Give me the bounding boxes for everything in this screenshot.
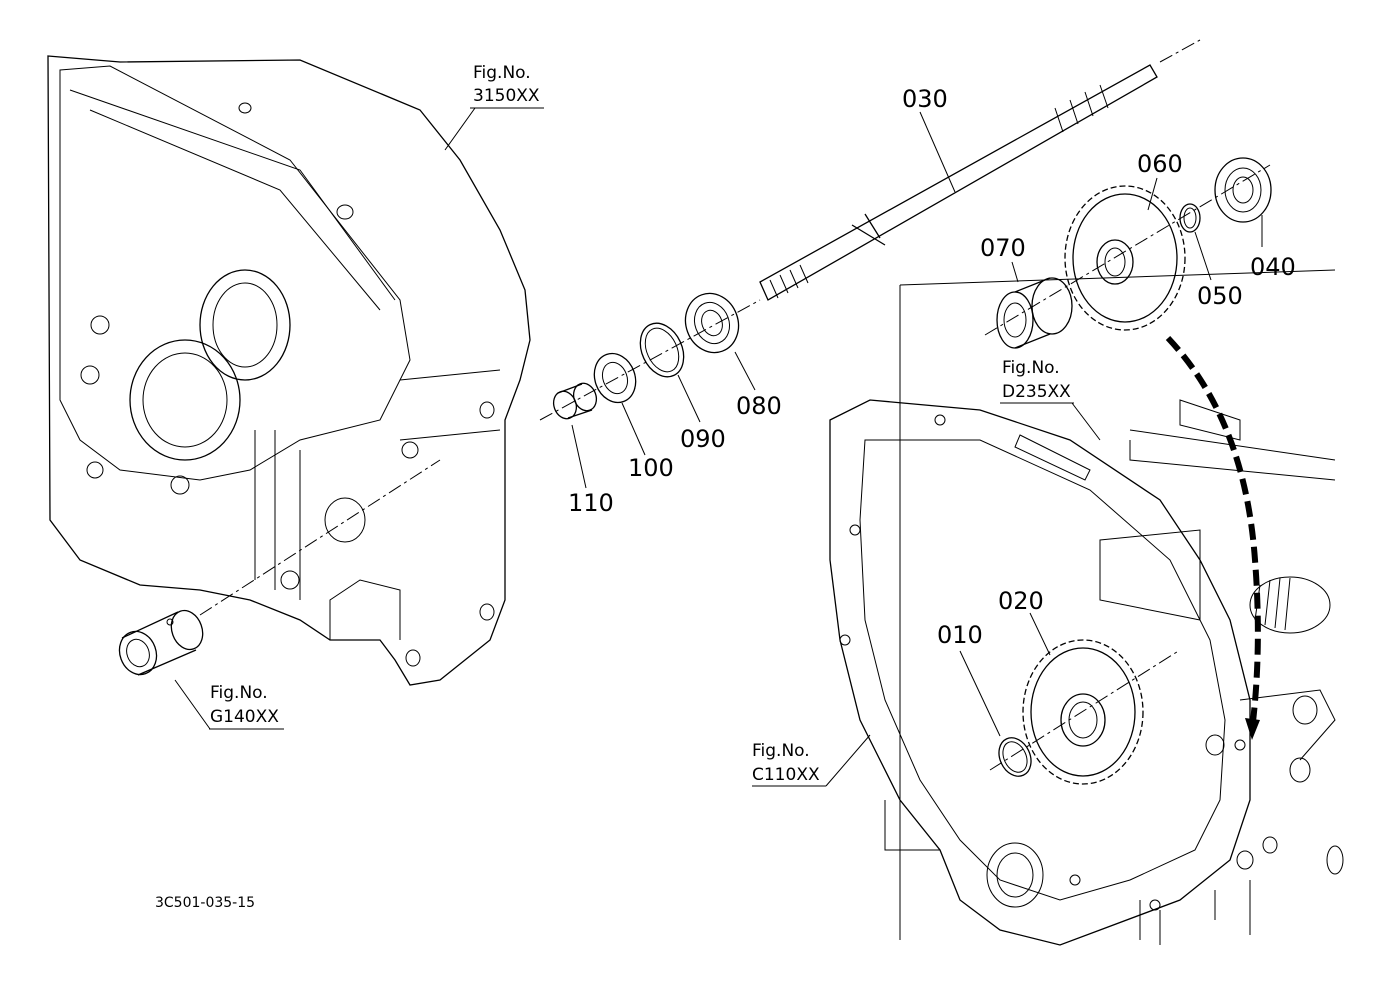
part-label-050: 050 xyxy=(1197,282,1243,310)
fig-ref-c110xx[interactable]: Fig.No. C110XX xyxy=(752,741,820,785)
bearing-080 xyxy=(684,292,740,354)
part-label-020: 020 xyxy=(998,587,1044,615)
part-label-090: 090 xyxy=(680,425,726,453)
fig-ref-d235xx-label: Fig.No. xyxy=(1002,358,1060,378)
fig-ref-d235xx-code: D235XX xyxy=(1002,382,1071,402)
part-label-070: 070 xyxy=(980,234,1026,262)
bearing-040 xyxy=(1214,157,1272,223)
gear-020 xyxy=(1022,639,1144,785)
fig-ref-d235xx[interactable]: Fig.No. D235XX xyxy=(1002,358,1071,402)
oil-seal-100 xyxy=(593,352,637,404)
center-line-gear-020 xyxy=(989,649,1181,771)
snap-ring-010 xyxy=(998,737,1032,777)
part-label-060: 060 xyxy=(1137,150,1183,178)
assembly-arrowhead xyxy=(1245,718,1260,740)
center-line-right xyxy=(984,164,1271,336)
fig-ref-3150xx-code: 3150XX xyxy=(473,86,540,106)
transmission-cover-right xyxy=(829,269,1344,946)
snap-ring-050 xyxy=(1179,203,1201,233)
main-shaft-030 xyxy=(759,39,1201,301)
part-label-030: 030 xyxy=(902,85,948,113)
assembly-path-arrow xyxy=(1165,335,1261,731)
center-line-left xyxy=(539,299,761,421)
part-label-040: 040 xyxy=(1250,253,1296,281)
fig-ref-g140xx-code: G140XX xyxy=(210,707,279,727)
gear-060 xyxy=(1064,185,1186,331)
collar-070 xyxy=(996,277,1073,349)
part-label-110: 110 xyxy=(568,489,614,517)
fig-ref-c110xx-code: C110XX xyxy=(752,765,820,785)
fig-ref-c110xx-label: Fig.No. xyxy=(752,741,810,761)
pin-g140 xyxy=(118,609,204,676)
part-label-080: 080 xyxy=(736,392,782,420)
fig-ref-3150xx[interactable]: Fig.No. 3150XX xyxy=(473,63,540,106)
leader-lines xyxy=(174,107,1263,787)
diagram-code: 3C501-035-15 xyxy=(155,895,255,911)
transmission-housing-left xyxy=(47,55,531,686)
part-label-010: 010 xyxy=(937,621,983,649)
collar-110 xyxy=(552,382,598,420)
part-label-100: 100 xyxy=(628,454,674,482)
fig-ref-g140xx[interactable]: Fig.No. G140XX xyxy=(210,683,279,727)
fig-ref-3150xx-label: Fig.No. xyxy=(473,63,531,83)
center-line-pin xyxy=(199,459,441,616)
snap-ring-090 xyxy=(639,322,685,378)
fig-ref-g140xx-label: Fig.No. xyxy=(210,683,268,703)
